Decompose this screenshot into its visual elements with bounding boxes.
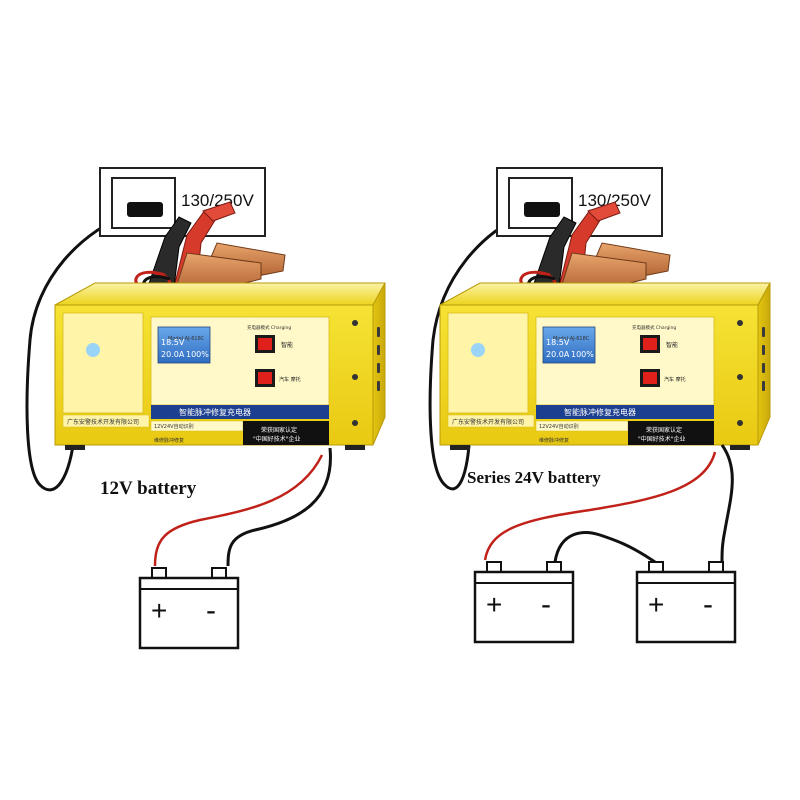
left-switch-bottom-label: 汽车 摩托 — [279, 376, 301, 383]
left-panel: 130/250V Model:AJ-618C 18.5V 20.0A 100% … — [25, 167, 386, 650]
right-cert-line1: 荣获国家认定 — [646, 426, 682, 434]
left-sub-line: 12V24V自动识别 — [154, 423, 194, 430]
right-series-link — [553, 531, 656, 564]
left-black-cable — [226, 447, 332, 567]
left-cert-line1: 荣获国家认定 — [261, 426, 297, 434]
left-company: 广东安警技术开发有限公司 — [67, 418, 139, 426]
left-mode-label: 充电器模式 Charging — [247, 324, 291, 331]
right-battery-2: + - — [635, 560, 737, 644]
left-battery-caption: 12V battery — [100, 478, 197, 499]
left-battery-negative: - — [206, 594, 216, 627]
right-mode-bar: 维修脉冲修复 — [539, 437, 569, 444]
left-red-cable — [153, 454, 324, 567]
left-battery: + - — [138, 566, 240, 650]
right-power-cord — [428, 208, 536, 491]
right-lcd-percent: 100% — [571, 350, 594, 359]
right-lcd-current: 20.0A — [546, 350, 570, 359]
right-company: 广东安警技术开发有限公司 — [452, 418, 524, 426]
left-battery-positive: + — [151, 595, 167, 626]
left-brand-banner: 智能脉冲修复充电器 — [179, 407, 251, 417]
left-outlet-voltage: 130/250V — [181, 191, 254, 210]
right-red-cable — [483, 451, 717, 561]
right-switch-top-label: 智能 — [666, 341, 678, 349]
right-panel: 130/250V Model:AJ-618C 18.5V 20.0A 100% … — [428, 167, 771, 644]
right-brand-banner: 智能脉冲修复充电器 — [564, 407, 636, 417]
right-cert-line2: "中国好技术"企业 — [638, 435, 686, 443]
right-battery-caption: Series 24V battery — [467, 468, 601, 487]
left-charger-model: Model:AJ-618C — [168, 336, 205, 342]
right-sub-line: 12V24V自动识别 — [539, 423, 579, 430]
left-power-cord — [25, 208, 139, 492]
right-charger-model: Model:AJ-618C — [553, 336, 590, 342]
left-switch-top-label: 智能 — [281, 341, 293, 349]
left-mode-bar: 维修脉冲修复 — [154, 437, 184, 444]
right-battery-1-positive: + — [486, 589, 502, 620]
right-lcd-voltage: 18.5V — [546, 338, 570, 347]
right-battery-1: + - — [473, 560, 575, 644]
right-black-cable — [720, 444, 734, 563]
right-charger: Model:AJ-618C 18.5V 20.0A 100% 充电器模式 Cha… — [439, 200, 771, 451]
right-mode-label: 充电器模式 Charging — [632, 324, 676, 331]
left-cert-line2: "中国好技术"企业 — [253, 435, 301, 443]
left-lcd-current: 20.0A — [161, 350, 185, 359]
right-battery-2-positive: + — [648, 589, 664, 620]
right-switch-bottom-label: 汽车 摩托 — [664, 376, 686, 383]
right-outlet-voltage: 130/250V — [578, 191, 651, 210]
right-battery-1-negative: - — [541, 588, 551, 621]
left-lcd-voltage: 18.5V — [161, 338, 185, 347]
left-charger: Model:AJ-618C 18.5V 20.0A 100% 充电器模式 Cha… — [54, 200, 386, 451]
right-battery-2-negative: - — [703, 588, 713, 621]
left-lcd-percent: 100% — [186, 350, 209, 359]
